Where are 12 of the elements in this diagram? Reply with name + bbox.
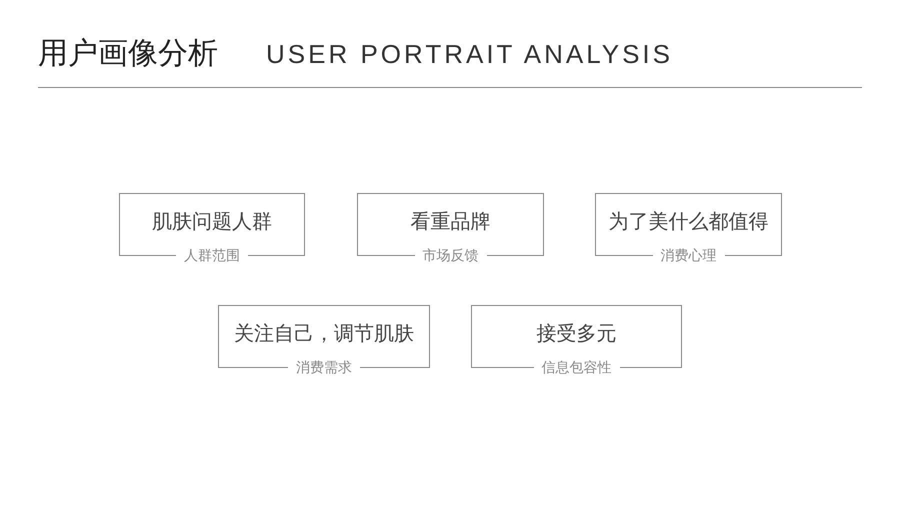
page-title: 用户画像分析	[38, 36, 218, 72]
box-heading: 看重品牌	[410, 210, 490, 232]
box-caption: 市场反馈	[414, 246, 486, 264]
box-heading: 肌肤问题人群	[152, 210, 272, 232]
box-caption: 信息包容性	[534, 358, 620, 376]
box-heading: 为了美什么都值得	[608, 210, 768, 232]
box-caption: 消费心理	[652, 246, 724, 264]
page-subtitle: USER PORTRAIT ANALYSIS	[266, 38, 673, 71]
box-caption: 消费需求	[288, 358, 360, 376]
box-heading: 关注自己，调节肌肤	[234, 322, 414, 344]
box-heading: 接受多元	[536, 322, 616, 344]
box-caption: 人群范围	[176, 246, 248, 264]
